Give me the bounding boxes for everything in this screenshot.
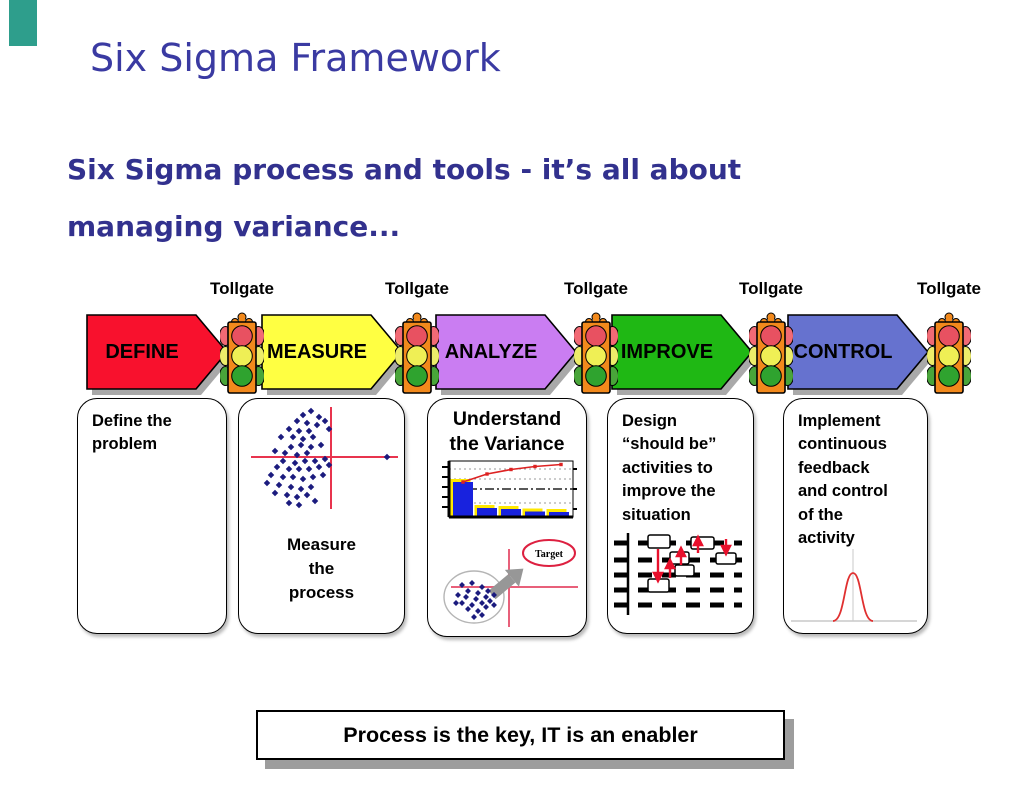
define-description: Define the problem <box>92 412 172 454</box>
tollgate-label-2: Tollgate <box>385 279 449 298</box>
corner-accent-bar <box>9 0 37 46</box>
traffic-light-icon <box>395 312 439 396</box>
traffic-light-icon <box>749 312 793 396</box>
tollgate-label-1: Tollgate <box>210 279 274 298</box>
improve-arrow <box>611 314 757 395</box>
measure-label: MEASURE <box>266 340 367 363</box>
slide-subtitle: Six Sigma process and tools - it’s all a… <box>67 141 741 255</box>
tollgate-label-4: Tollgate <box>739 279 803 298</box>
control-description: Implement continuous feedback and contro… <box>798 412 888 548</box>
analyze-description: Understand the Variance <box>449 408 565 456</box>
improve-label: IMPROVE <box>620 340 714 363</box>
improve-description: Design “should be” activities to improve… <box>622 412 717 524</box>
bottom-banner: Process is the key, IT is an enabler <box>256 710 785 760</box>
tollgate-label-5: Tollgate <box>917 279 981 298</box>
target-diagram: Target <box>443 539 578 627</box>
scatter-cluster-ellipse <box>443 570 505 624</box>
analyze-box: Understand the Variance <box>427 398 587 637</box>
control-box: Implement continuous feedback and contro… <box>783 398 928 634</box>
target-ellipse <box>522 539 576 567</box>
bell-curve <box>832 572 874 622</box>
analyze-arrow <box>435 314 581 395</box>
subtitle-line-2: managing variance... <box>67 210 401 243</box>
improvement-arrow-icon <box>488 568 524 600</box>
pareto-line-markers <box>461 462 563 484</box>
page-title: Six Sigma Framework <box>90 36 501 80</box>
traffic-light-icon <box>574 312 618 396</box>
traffic-light-icon <box>220 312 264 396</box>
define-label: DEFINE <box>105 340 179 363</box>
target-text: Target <box>535 549 564 560</box>
define-box: Define the problem <box>77 398 227 634</box>
control-arrow <box>787 314 933 395</box>
tollgate-label-3: Tollgate <box>564 279 628 298</box>
pareto-bars <box>450 479 569 516</box>
traffic-light-icon <box>927 312 971 396</box>
subtitle-line-1: Six Sigma process and tools - it’s all a… <box>67 153 742 186</box>
improve-box: Design “should be” activities to improve… <box>607 398 754 634</box>
measure-arrow <box>261 314 407 395</box>
pareto-chart <box>442 460 577 519</box>
rework-arrows <box>652 534 732 584</box>
bell-curve-chart <box>791 549 917 622</box>
scatter-plot <box>251 407 398 509</box>
control-label: CONTROL <box>793 340 893 363</box>
banner-text: Process is the key, IT is an enabler <box>343 722 698 747</box>
measure-box: Measure the process <box>238 398 405 634</box>
define-arrow <box>86 314 232 395</box>
swimlane-diagram <box>614 533 742 615</box>
measure-description: Measure the process <box>287 535 356 603</box>
analyze-label: ANALYZE <box>444 340 538 363</box>
pareto-axis-ticks <box>442 466 577 510</box>
